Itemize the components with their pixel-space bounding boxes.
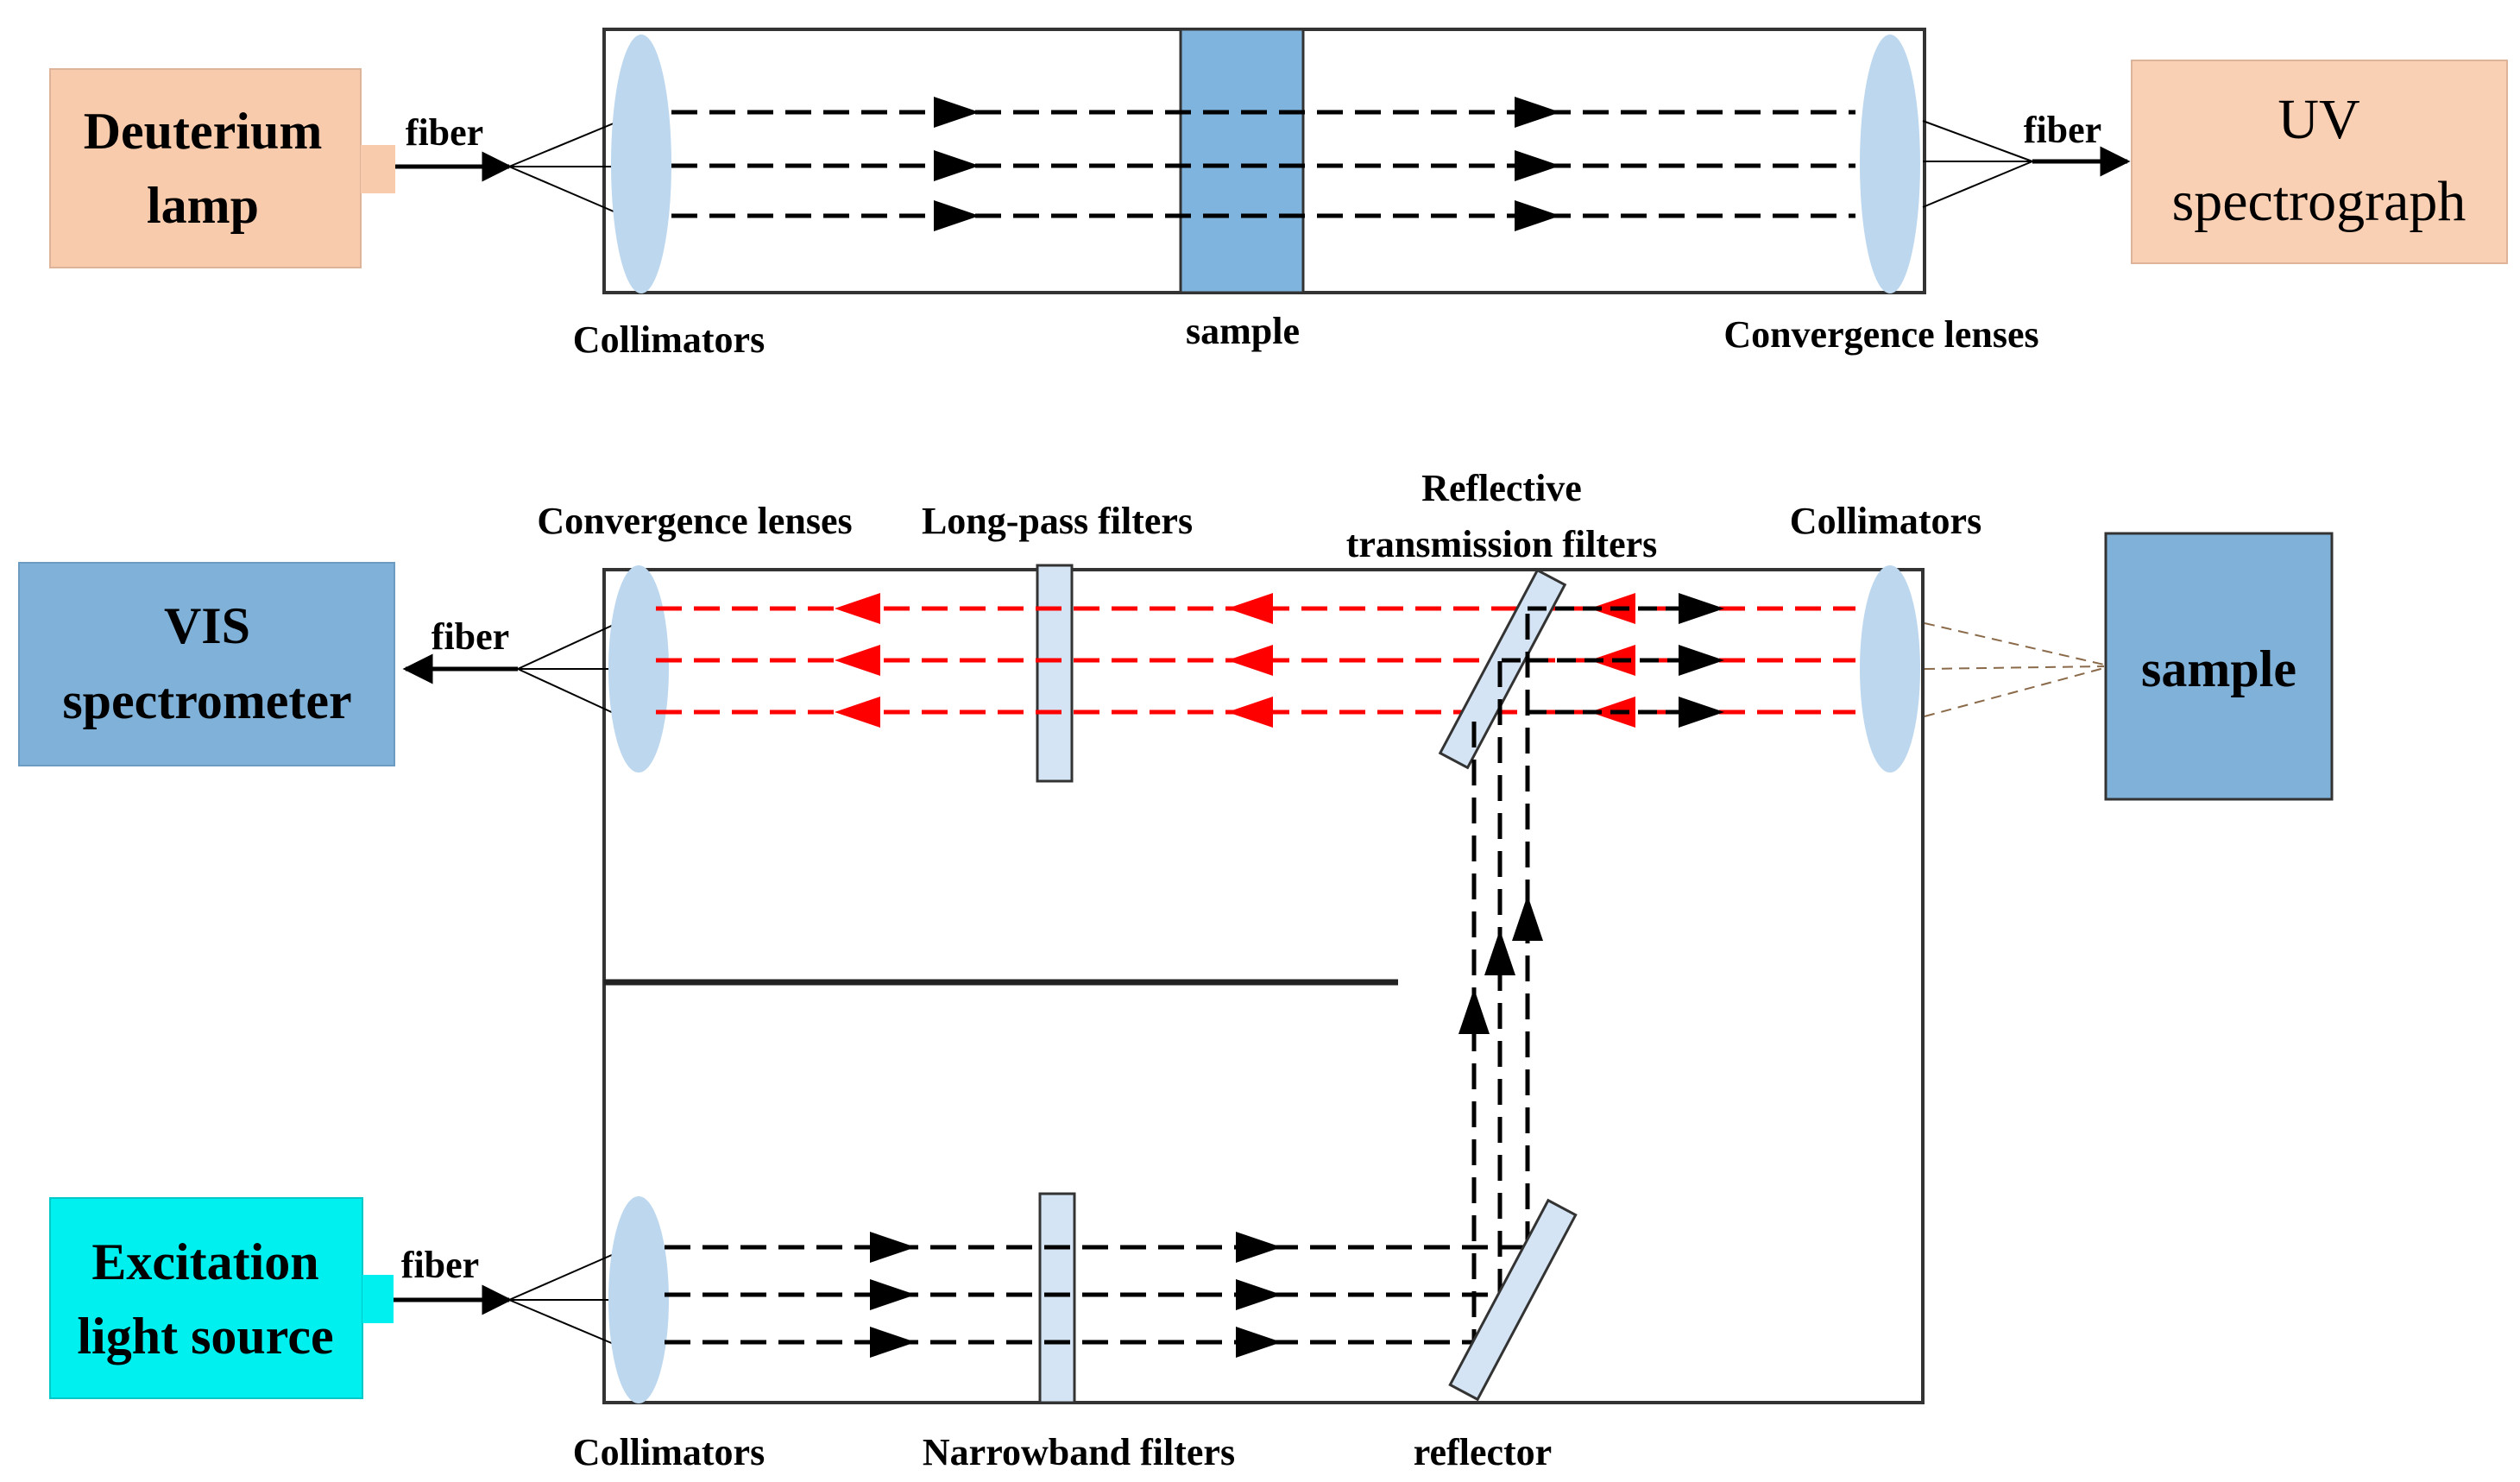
- vis-spectrometer-label-line1: VIS: [164, 597, 250, 654]
- deuterium-lamp-label-line2: lamp: [147, 177, 259, 234]
- uv-collimators-label: Collimators: [573, 318, 765, 361]
- excitation-horizontal-arrowheads: [870, 1232, 1282, 1358]
- vis-fiber-label: fiber: [432, 615, 509, 658]
- longpass-label: Long-pass filters: [922, 500, 1193, 542]
- uv-output-fiber: fiber: [1922, 109, 2131, 208]
- deuterium-lamp-label-line1: Deuterium: [84, 103, 323, 160]
- uv-convergence-lens: [1860, 35, 1920, 293]
- excitation-vertical-arrowheads: [1458, 895, 1543, 1034]
- uv-beam-paths: [671, 110, 1855, 218]
- excitation-short-paths: [1502, 606, 1679, 715]
- vis-output-fiber: fiber: [402, 615, 618, 716]
- vis-collimator-lens: [1860, 565, 1920, 773]
- fluorescence-arrowheads: [835, 593, 1635, 728]
- excitation-collimator-lens: [608, 1196, 669, 1403]
- narrowband-label: Narrowband filters: [923, 1431, 1235, 1473]
- vis-spectrometer-label-line2: spectrometer: [62, 672, 351, 729]
- uv-convergence-label: Convergence lenses: [1723, 313, 2038, 356]
- reflector-mirror: [1448, 1198, 1578, 1402]
- excitation-forward-arrowheads: [1679, 593, 1724, 728]
- uv-input-fiber: fiber: [395, 111, 621, 215]
- excitation-source-label-line1: Excitation: [91, 1233, 318, 1290]
- fluorescence-sample-label: sample: [2141, 640, 2296, 697]
- uv-sample-plate: [1179, 28, 1305, 294]
- narrowband-filter: [1038, 1192, 1076, 1404]
- uv-absorption-system: Deuterium lamp fiber Collimators sample: [49, 28, 2508, 361]
- uv-fiber-in-label: fiber: [406, 111, 483, 154]
- reflective-transmission-filter: [1438, 568, 1567, 770]
- vis-spectrometer-box: VIS spectrometer: [18, 562, 395, 766]
- deuterium-lamp-box: Deuterium lamp: [49, 68, 395, 268]
- vis-fluorescence-system: Convergence lenses Long-pass filters Ref…: [18, 467, 2334, 1473]
- excitation-collimators-label: Collimators: [573, 1431, 765, 1473]
- reflective-label-line1: Reflective: [1421, 467, 1582, 509]
- vis-collimators-top-label: Collimators: [1790, 500, 1981, 542]
- reflector-label: reflector: [1414, 1431, 1552, 1473]
- uv-spectrograph-box: UV spectrograph: [2131, 60, 2508, 264]
- vis-system-enclosure: [602, 568, 1925, 1404]
- uv-spectrograph-label-line1: UV: [2277, 88, 2359, 151]
- excitation-fiber-label: fiber: [401, 1244, 479, 1286]
- uv-collimator-lens: [611, 35, 671, 293]
- excitation-input-fiber: fiber: [394, 1244, 621, 1347]
- fluorescence-sample-box: sample: [2104, 532, 2334, 801]
- reflective-label-line2: transmission filters: [1346, 523, 1658, 565]
- uv-sample-label: sample: [1186, 310, 1300, 352]
- sample-scatter-lines: [1924, 622, 2105, 717]
- excitation-source-label-line2: light source: [77, 1308, 333, 1365]
- vis-convergence-lens: [608, 565, 669, 773]
- excitation-source-box: Excitation light source: [49, 1197, 394, 1399]
- longpass-filter: [1036, 564, 1074, 783]
- uv-fiber-out-label: fiber: [2024, 109, 2101, 151]
- uv-beam-arrowheads: [934, 97, 1560, 231]
- uv-spectrograph-label-line2: spectrograph: [2172, 170, 2466, 233]
- excitation-horizontal-paths: [665, 1245, 1528, 1345]
- vis-convergence-label: Convergence lenses: [537, 500, 852, 542]
